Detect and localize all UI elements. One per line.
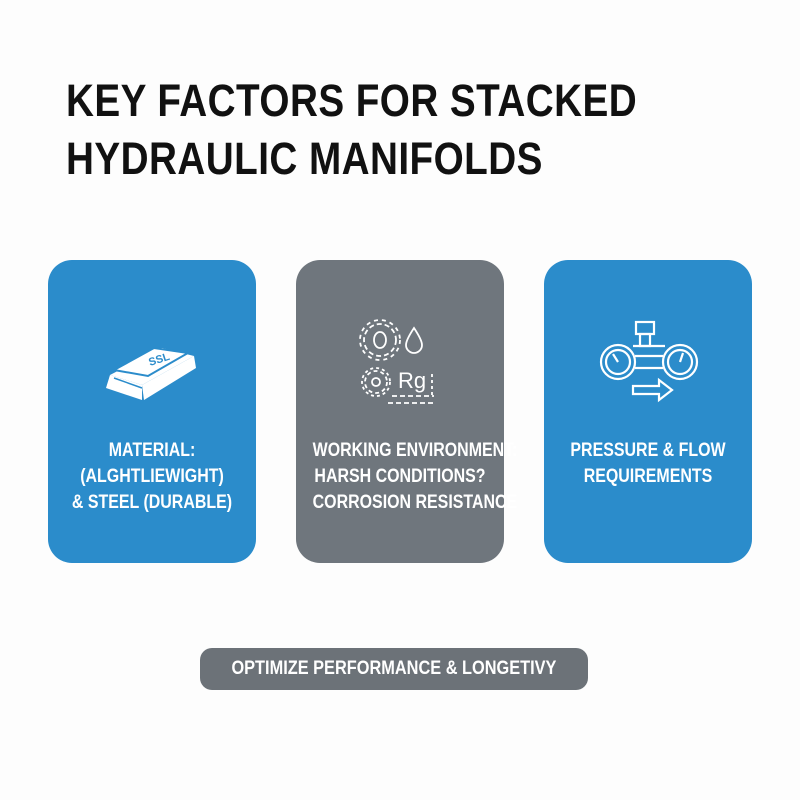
card-label: MATERIAL: (ALGHTLIEWIGHT) & STEEL (DURAB… xyxy=(65,438,240,516)
card-label: WORKING ENVIRONMENT: HARSH CONDITIONS? C… xyxy=(312,438,518,516)
label-line: PRESSURE & FLOW xyxy=(570,440,726,461)
label-line: HARSH CONDITIONS? xyxy=(314,466,486,487)
label-line: REQUIREMENTS xyxy=(583,466,713,487)
label-line: & STEEL (DURABLE) xyxy=(71,492,233,513)
title-line-2: HYDRAULIC MANIFOLDS xyxy=(66,133,543,184)
svg-text:Rg: Rg xyxy=(398,368,426,393)
label-line: WORKING ENVIRONMENT: xyxy=(312,440,518,461)
label-line: CORROSION RESISTANCE xyxy=(312,492,518,513)
footer-banner: OPTIMIZE PERFORMANCE & LONGETIVY xyxy=(200,648,588,690)
page-title: KEY FACTORS FOR STACKED HYDRAULIC MANIFO… xyxy=(66,72,637,188)
gears-droplet-icon: Rg xyxy=(359,319,434,404)
card-material: SSL MATERIAL: (ALGHTLIEWIGHT) & STEEL (D… xyxy=(48,260,256,563)
card-environment: Rg WORKING ENVIRONMENT: HARSH CONDITIONS… xyxy=(296,260,518,563)
pressure-gauges-flow-icon xyxy=(599,320,699,403)
label-line: MATERIAL: xyxy=(108,440,196,461)
label-line: (ALGHTLIEWIGHT) xyxy=(80,466,224,487)
card-label: PRESSURE & FLOW REQUIREMENTS xyxy=(561,438,736,490)
title-line-1: KEY FACTORS FOR STACKED xyxy=(66,75,638,126)
footer-label: OPTIMIZE PERFORMANCE & LONGETIVY xyxy=(231,658,557,679)
metal-ingot-icon: SSL xyxy=(106,346,196,400)
card-pressure-flow: PRESSURE & FLOW REQUIREMENTS xyxy=(544,260,752,563)
